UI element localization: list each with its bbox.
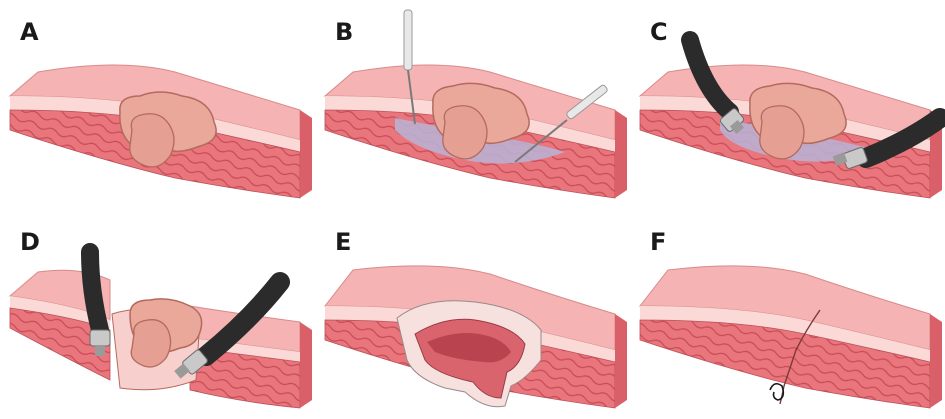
panel-label-b: B xyxy=(335,20,353,44)
tissue-wall-illustration xyxy=(315,0,630,209)
panel-label-d: D xyxy=(20,230,40,254)
panel-a: A xyxy=(0,0,315,209)
tissue-wall-illustration xyxy=(0,0,315,209)
panel-label-f: F xyxy=(650,230,666,254)
panel-c: C xyxy=(630,0,945,209)
panel-d: D xyxy=(0,210,315,419)
panel-label-a: A xyxy=(20,20,39,44)
panel-f: F xyxy=(630,210,945,419)
tissue-wall-illustration xyxy=(315,210,630,419)
panel-b: B xyxy=(315,0,630,209)
panel-label-c: C xyxy=(650,20,668,44)
tissue-wall-illustration xyxy=(0,210,315,419)
tissue-wall-illustration xyxy=(630,0,945,209)
suture-icon xyxy=(770,384,783,400)
panel-e: E xyxy=(315,210,630,419)
tissue-wall-illustration xyxy=(630,210,945,419)
panel-label-e: E xyxy=(335,230,351,254)
